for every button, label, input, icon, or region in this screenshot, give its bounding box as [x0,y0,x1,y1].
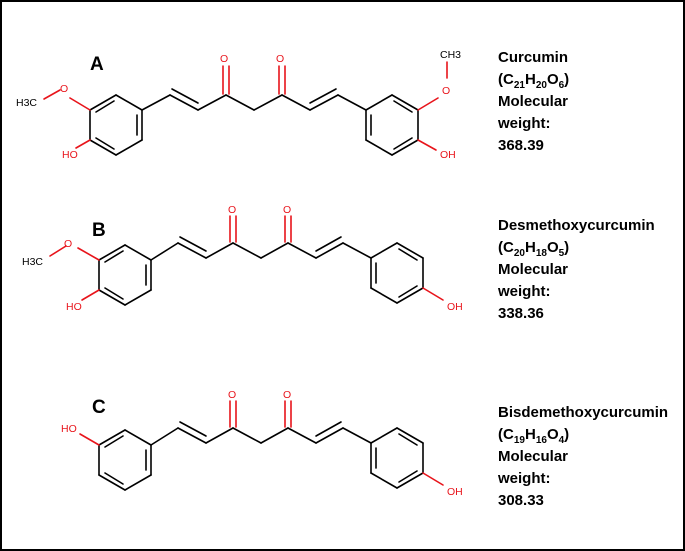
compound-name: Curcumin [498,49,569,66]
panel-label-b: B [92,220,106,241]
structure-desmethoxycurcumin: O O O H3C HO OH [22,204,463,313]
mw-value: 368.39 [498,137,544,154]
compound-name: Desmethoxycurcumin [498,217,655,234]
mw-value: 308.33 [498,492,544,509]
mw-label-1: Molecular [498,448,569,465]
mw-label-2: weight: [498,115,551,132]
molecular-formula: (C21H20O6) [498,71,570,91]
methyl-right: CH3 [440,49,461,61]
info-desmethoxycurcumin: Desmethoxycurcumin (C20H18O5) Molecular … [498,215,655,325]
panel-label-c: C [92,397,106,418]
methoxy-oxygen-left: O [64,238,72,250]
methyl-left: H3C [16,97,37,109]
carbonyl-oxygen-1: O [228,204,236,216]
structure-bisdemethoxycurcumin: O O HO OH [61,389,463,498]
mw-label-2: weight: [498,283,551,300]
hydroxyl-right: OH [447,301,463,313]
methyl-left: H3C [22,256,43,268]
info-curcumin: Curcumin (C21H20O6) Molecular weight: 36… [498,47,569,157]
mw-label-1: Molecular [498,93,569,110]
molecular-formula: (C19H16O4) [498,426,570,446]
structure-curcumin: O O O H3C HO O CH3 OH [16,49,461,161]
hydroxyl-left: HO [61,423,77,435]
carbonyl-oxygen-1: O [220,53,228,65]
hydroxyl-right: OH [447,486,463,498]
mw-label-2: weight: [498,470,551,487]
info-bisdemethoxycurcumin: Bisdemethoxycurcumin (C19H16O4) Molecula… [498,402,668,512]
hydroxyl-right: OH [440,149,456,161]
carbonyl-oxygen-2: O [283,389,291,401]
carbonyl-oxygen-1: O [228,389,236,401]
methoxy-oxygen-right: O [442,85,450,97]
mw-label-1: Molecular [498,261,569,278]
carbonyl-oxygen-2: O [283,204,291,216]
carbonyl-oxygen-2: O [276,53,284,65]
methoxy-oxygen-left: O [60,83,68,95]
hydroxyl-left: HO [62,149,78,161]
panel-label-a: A [90,54,104,75]
mw-value: 338.36 [498,305,544,322]
molecular-formula: (C20H18O5) [498,239,570,259]
compound-name: Bisdemethoxycurcumin [498,404,669,421]
hydroxyl-left: HO [66,301,82,313]
